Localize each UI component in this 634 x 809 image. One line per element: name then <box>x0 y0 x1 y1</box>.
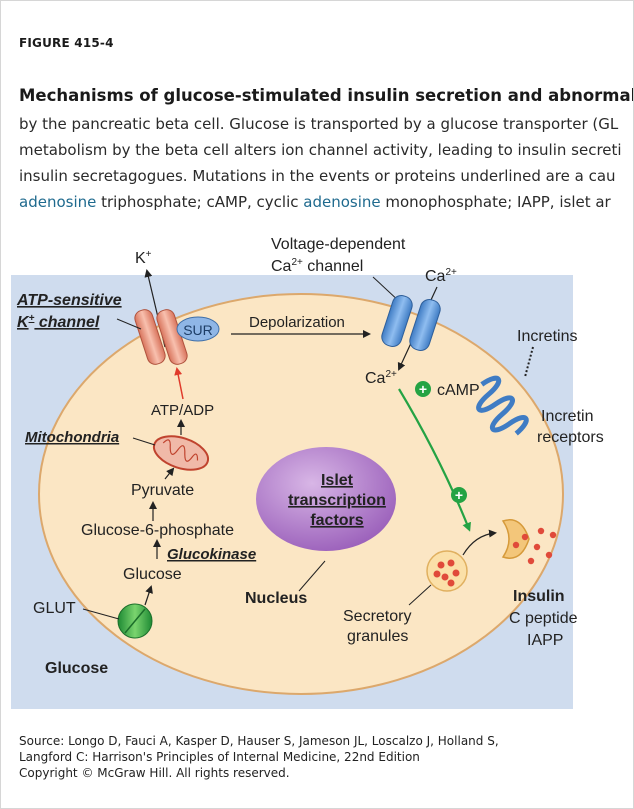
secretory-granules-label: granules <box>347 628 408 645</box>
mitochondria-label: Mitochondria <box>25 429 119 446</box>
insulin-granule-dot <box>437 561 445 569</box>
granule-pointer <box>408 584 432 606</box>
incretins-dotted-arrow <box>524 346 534 378</box>
secreted-insulin-dot <box>512 541 520 549</box>
granule-to-membrane-arrow <box>462 529 497 556</box>
secreted-insulin-dot <box>549 531 557 539</box>
islet-tf-label: transcription <box>288 492 386 509</box>
secretory-granule <box>426 550 468 592</box>
glucose-inside-label: Glucose <box>123 566 182 583</box>
figure-source: Source: Longo D, Fauci A, Kasper D, Haus… <box>19 733 499 781</box>
atp-to-channel-arrow <box>174 367 184 400</box>
iapp-label: IAPP <box>527 632 563 649</box>
glut-to-glucose-arrow <box>144 585 153 606</box>
caption-text: triphosphate; cAMP, cyclic <box>96 193 304 211</box>
plus-icon: + <box>455 487 463 503</box>
camp-label: cAMP <box>437 382 480 399</box>
exocytosis-pocket <box>501 519 530 559</box>
glucose-outside-label: Glucose <box>45 660 108 677</box>
insulin-granule-dot <box>452 569 460 577</box>
caption-text: monophosphate; IAPP, islet ar <box>380 193 611 211</box>
source-line: Langford C: Harrison's Principles of Int… <box>19 750 420 764</box>
pyruvate-to-mito-arrow <box>164 467 175 480</box>
secreted-insulin-dot <box>521 533 529 541</box>
sur-label: SUR <box>183 322 213 338</box>
glut-transporter <box>117 603 153 639</box>
glucokinase-label: Glucokinase <box>167 546 256 563</box>
secreted-insulin-dot <box>537 527 545 535</box>
figure-caption: Mechanisms of glucose-stimulated insulin… <box>19 81 634 215</box>
insulin-label: Insulin <box>513 588 565 605</box>
beta-cell-diagram: Voltage-dependent Ca2+ channel Ca2+ K+ S… <box>11 236 604 709</box>
insulin-granule-dot <box>441 573 449 581</box>
copyright-line: Copyright © McGraw Hill. All rights rese… <box>19 766 290 780</box>
nucleus-label: Nucleus <box>245 590 307 607</box>
incretins-label: Incretins <box>517 328 577 345</box>
caption-line-3: insulin secretagogues. Mutations in the … <box>19 167 616 185</box>
mitochondria-pointer <box>132 437 156 446</box>
sur-subunit <box>176 316 220 342</box>
g6p-label: Glucose-6-phosphate <box>81 522 234 539</box>
plus-icon <box>415 381 431 397</box>
pyruvate-label: Pyruvate <box>131 482 194 499</box>
c-peptide-label: C peptide <box>509 610 578 627</box>
nucleus <box>256 447 396 551</box>
depolarization-label: Depolarization <box>249 314 345 331</box>
figure-label: FIGURE 415-4 <box>19 36 114 50</box>
insulin-granule-dot <box>447 559 455 567</box>
secreted-insulin-dot <box>545 551 553 559</box>
vdcc-label: Ca2+ channel <box>271 257 363 275</box>
islet-tf-label: Islet <box>321 472 354 489</box>
caption-line-1: by the pancreatic beta cell. Glucose is … <box>19 115 619 133</box>
nucleus-pointer <box>298 560 326 592</box>
incretin-receptors-label: receptors <box>537 429 604 446</box>
insulin-granule-dot <box>433 570 441 578</box>
secreted-insulin-dot <box>533 543 541 551</box>
ca-ion-label: Ca2+ <box>425 267 457 285</box>
adenosine-link[interactable]: adenosine <box>19 193 97 211</box>
caption-title: Mechanisms of glucose-stimulated insulin… <box>19 86 634 105</box>
calcium-channel <box>381 295 441 351</box>
plus-icon: + <box>419 381 427 397</box>
adenosine-link[interactable]: adenosine <box>303 193 381 211</box>
plus-icon <box>451 487 467 503</box>
insulin-granule-dot <box>447 579 455 587</box>
calcium-to-exocytosis-arrow <box>398 388 471 532</box>
incretin-receptor-icon <box>476 375 529 436</box>
glut-pointer <box>82 608 120 620</box>
secretory-granules-label: Secretory <box>343 608 411 625</box>
atp-adp-label: ATP/ADP <box>151 402 214 419</box>
secreted-insulin-dot <box>527 557 535 565</box>
glut-label: GLUT <box>33 600 76 617</box>
incretin-receptors-label: Incretin <box>541 408 593 425</box>
ca-inside-label: Ca2+ <box>365 369 397 387</box>
k-ion-label: K+ <box>135 249 152 267</box>
islet-tf-label: factors <box>310 512 363 529</box>
source-line: Source: Longo D, Fauci A, Kasper D, Haus… <box>19 734 499 748</box>
vdcc-label: Voltage-dependent <box>271 236 406 253</box>
atp-sensitive-k-channel-label: K+ channel <box>17 313 100 331</box>
atp-sensitive-k-channel-label: ATP-sensitive <box>16 292 122 309</box>
caption-line-2: metabolism by the beta cell alters ion c… <box>19 141 622 159</box>
katp-pointer <box>116 318 142 330</box>
caption-line-4: adenosine triphosphate; cAMP, cyclic ade… <box>19 189 633 215</box>
